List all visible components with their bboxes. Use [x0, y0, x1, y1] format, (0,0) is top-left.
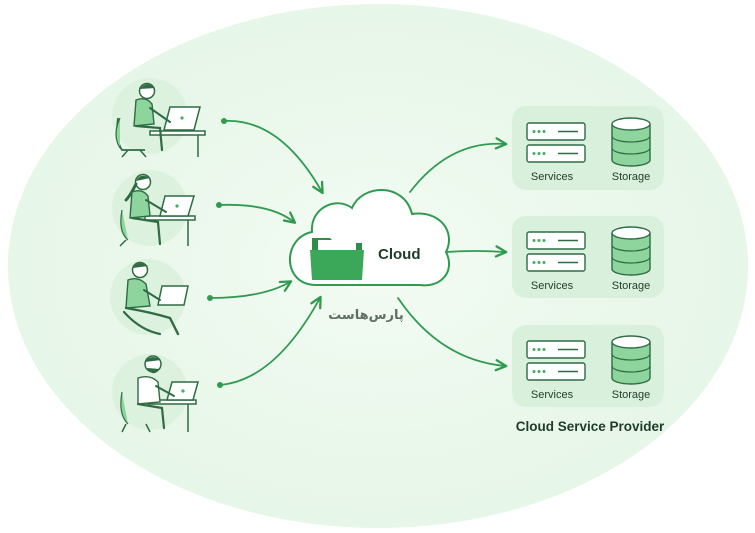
user-2-icon: [112, 170, 196, 247]
database-icon: [611, 335, 651, 385]
watermark-logo-text: پارس‌هاست: [328, 308, 404, 323]
user-3-icon: [110, 259, 189, 336]
services-label: Services: [531, 171, 574, 183]
arrow-user-1: [223, 120, 324, 195]
arrow-to-unit-2: [445, 245, 508, 258]
storage-label: Storage: [612, 389, 651, 401]
provider-unit-3: Services Storage: [512, 325, 664, 407]
database-icon: [611, 117, 651, 167]
server-icon: [526, 122, 586, 163]
user-1-icon: [112, 78, 206, 158]
server-icon: [526, 340, 586, 381]
arrow-user-2: [218, 203, 297, 224]
user-4-icon: [112, 354, 199, 433]
arrow-user-4: [219, 295, 322, 386]
services-label: Services: [531, 389, 574, 401]
provider-unit-2: Services Storage: [512, 216, 664, 298]
user-to-cloud-arrows: [207, 118, 324, 388]
server-icon: [526, 231, 586, 272]
arrow-user-3: [209, 280, 293, 299]
arrow-to-unit-1: [409, 137, 508, 193]
services-label: Services: [531, 280, 574, 292]
arrow-to-unit-3: [397, 297, 508, 372]
cloud-label: Cloud: [378, 246, 421, 263]
storage-label: Storage: [612, 280, 651, 292]
provider-title: Cloud Service Provider: [516, 419, 665, 434]
provider-unit-1: Services Storage: [512, 106, 664, 190]
folder-icon: [310, 238, 364, 280]
storage-label: Storage: [612, 171, 651, 183]
cloud-node: Cloud: [289, 189, 451, 287]
database-icon: [611, 226, 651, 276]
cloud-to-provider-arrows: [397, 137, 508, 372]
